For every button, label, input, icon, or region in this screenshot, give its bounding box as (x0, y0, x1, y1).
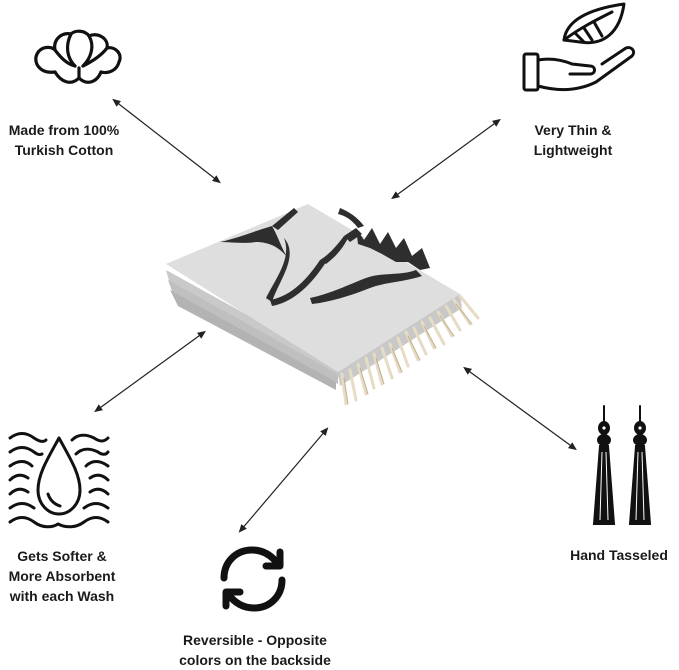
softer-line-1: Gets Softer & (17, 548, 107, 564)
thin-line-1: Very Thin & (534, 122, 612, 138)
feature-label-cotton: Made from 100% Turkish Cotton (0, 120, 128, 160)
water-drop-icon (8, 430, 110, 530)
arrow-thin (391, 118, 501, 200)
tassel-icon (590, 404, 656, 528)
reversible-line-1: Reversible - Opposite (183, 632, 327, 648)
thin-line-2: Lightweight (533, 142, 613, 158)
softer-line-2: More Absorbent (8, 568, 116, 584)
cotton-line-1: Made from 100% (8, 122, 120, 138)
cotton-icon (25, 28, 131, 90)
softer-line-3: with each Wash (9, 588, 115, 604)
arrow-cotton (112, 98, 221, 184)
arrow-reversible (238, 427, 329, 533)
feature-label-tasseled: Hand Tasseled (560, 545, 678, 565)
tasseled-line-1: Hand Tasseled (570, 547, 668, 563)
feature-label-softer: Gets Softer & More Absorbent with each W… (0, 546, 124, 606)
arrow-softer (94, 330, 206, 413)
feather-hand-icon (520, 2, 640, 94)
feature-label-thin: Very Thin & Lightweight (510, 120, 636, 160)
arrow-tasseled (463, 366, 577, 451)
reverse-arrows-icon (210, 542, 296, 616)
reversible-line-2: colors on the backside (179, 652, 331, 668)
folded-towel-image (160, 198, 500, 410)
cotton-line-2: Turkish Cotton (14, 142, 114, 158)
feature-label-reversible: Reversible - Opposite colors on the back… (160, 630, 350, 670)
